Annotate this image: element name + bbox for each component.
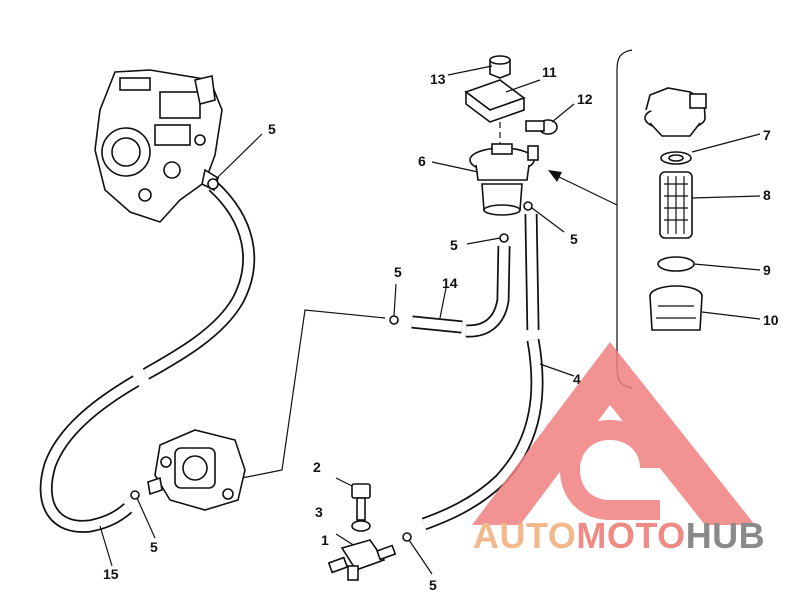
carburetor <box>94 69 223 223</box>
hose-4 <box>421 213 544 531</box>
label-5a: 5 <box>268 121 276 137</box>
watermark-hub: HUB <box>686 515 766 556</box>
watermark-text: AUTOMOTOHUB <box>473 515 765 556</box>
part-labels: 1 2 3 4 5 5 5 5 5 5 6 7 8 9 10 11 12 13 … <box>103 64 779 593</box>
label-14: 14 <box>442 275 458 291</box>
hose-15 <box>39 181 256 533</box>
bracket-11 <box>464 79 526 123</box>
fuel-filter-6 <box>469 143 539 216</box>
watermark-g-shape <box>560 420 660 520</box>
label-5f: 5 <box>429 577 437 593</box>
nut-13 <box>489 55 511 79</box>
watermark-logo <box>472 342 755 525</box>
label-5d: 5 <box>394 264 402 280</box>
label-5e: 5 <box>150 539 158 555</box>
label-7: 7 <box>763 127 771 143</box>
label-1: 1 <box>321 532 329 548</box>
filter-bowl-10 <box>649 285 703 331</box>
screw-2 <box>351 483 371 521</box>
clamps <box>130 178 533 542</box>
arrow-head <box>548 170 562 182</box>
label-8: 8 <box>763 187 771 203</box>
label-15: 15 <box>103 566 119 582</box>
filter-head <box>644 87 707 137</box>
watermark-moto: MOTO <box>576 515 685 556</box>
hose-14 <box>411 245 511 338</box>
label-9: 9 <box>763 262 771 278</box>
watermark-triangle-icon <box>472 342 755 525</box>
label-3: 3 <box>315 504 323 520</box>
label-5b: 5 <box>450 237 458 253</box>
label-11: 11 <box>542 64 557 80</box>
washer-3 <box>351 520 371 532</box>
label-4: 4 <box>573 371 581 387</box>
label-6: 6 <box>418 153 426 169</box>
gasket-7 <box>660 151 692 165</box>
pointer-arrow <box>554 174 618 206</box>
filter-element-8 <box>659 171 693 239</box>
label-13: 13 <box>430 71 446 87</box>
label-12: 12 <box>577 91 593 107</box>
tee-fitting-1 <box>327 539 397 581</box>
connector-line <box>241 309 386 479</box>
fuel-pump <box>147 429 246 511</box>
o-ring-9 <box>657 256 695 272</box>
label-2: 2 <box>313 459 321 475</box>
label-10: 10 <box>763 312 779 328</box>
screw-12 <box>525 119 558 135</box>
label-5c: 5 <box>570 231 578 247</box>
leader-lines <box>99 65 761 575</box>
panel-bracket <box>616 49 633 389</box>
watermark-auto: AUTO <box>473 515 576 556</box>
